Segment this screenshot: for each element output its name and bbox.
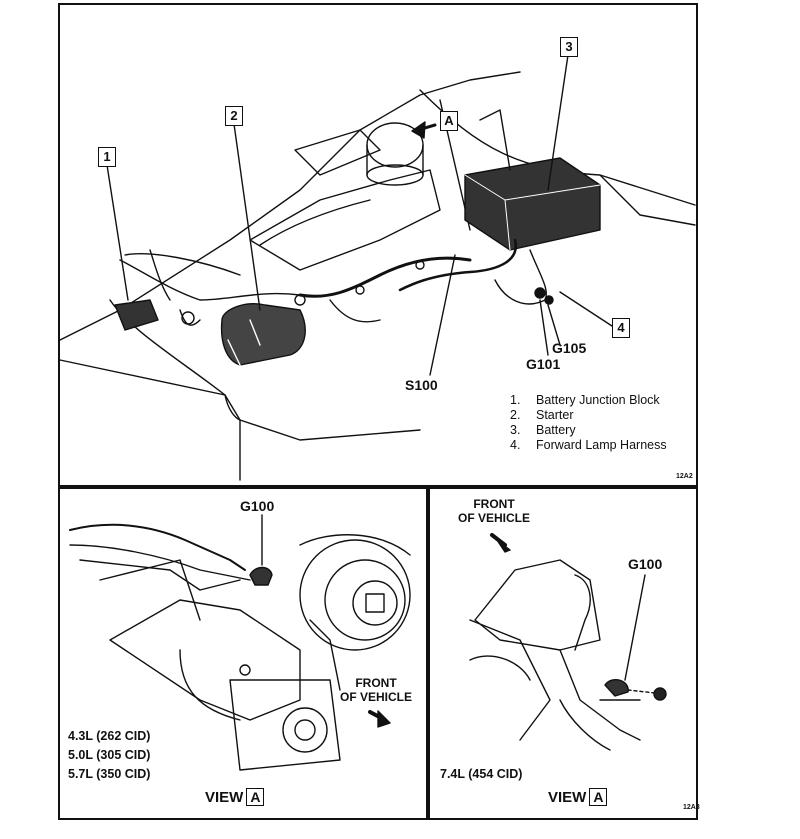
big-block-outline: [474, 559, 601, 651]
figure-code-bottom: 12A3: [683, 804, 700, 811]
junction-block-shape: [114, 299, 159, 331]
front-of-vehicle-left: FRONT OF VEHICLE: [340, 676, 413, 704]
view-a-marker: A: [440, 111, 458, 131]
label-s100: S100: [405, 377, 438, 393]
leader-4: [559, 291, 613, 327]
leader-1: [106, 164, 129, 301]
callout-4: 4: [612, 318, 630, 338]
harness-left: [69, 523, 246, 571]
legend-item: 1.Battery Junction Block: [510, 393, 660, 407]
label-g101: G101: [526, 356, 561, 372]
fender-line: [59, 71, 521, 341]
battery-shape: [464, 157, 601, 251]
figure-code-top: 12A2: [676, 473, 693, 480]
label-g100-left: G100: [240, 498, 275, 514]
legend-item: 2.Starter: [510, 408, 574, 422]
main-illustration-panel: [58, 3, 698, 487]
view-a-small-block-panel: [58, 487, 428, 820]
callout-3: 3: [560, 37, 578, 57]
front-of-vehicle-right: FRONT OF VEHICLE: [458, 497, 531, 525]
valve-cover: [294, 129, 381, 176]
engine-list-left: 4.3L (262 CID) 5.0L (305 CID) 5.7L (350 …: [68, 729, 151, 781]
pulley: [299, 539, 411, 651]
label-g105: G105: [552, 340, 587, 356]
callout-2: 2: [225, 106, 243, 126]
label-g100-right: G100: [628, 556, 663, 572]
engine-block: [249, 169, 441, 271]
legend-item: 4.Forward Lamp Harness: [510, 438, 667, 452]
legend-item: 3.Battery: [510, 423, 576, 437]
callout-1: 1: [98, 147, 116, 167]
wiring-harness: [298, 256, 472, 298]
leader-s100: [429, 254, 456, 376]
leader-2: [233, 123, 261, 311]
lower-pulley: [282, 707, 328, 753]
starter-shape: [220, 303, 306, 366]
engine-list-right: 7.4L (454 CID): [440, 767, 523, 781]
leader-3: [547, 54, 569, 191]
component-legend: 1.Battery Junction Block 2.Starter 3.Bat…: [510, 393, 667, 453]
view-a-big-block-panel: [428, 487, 698, 820]
